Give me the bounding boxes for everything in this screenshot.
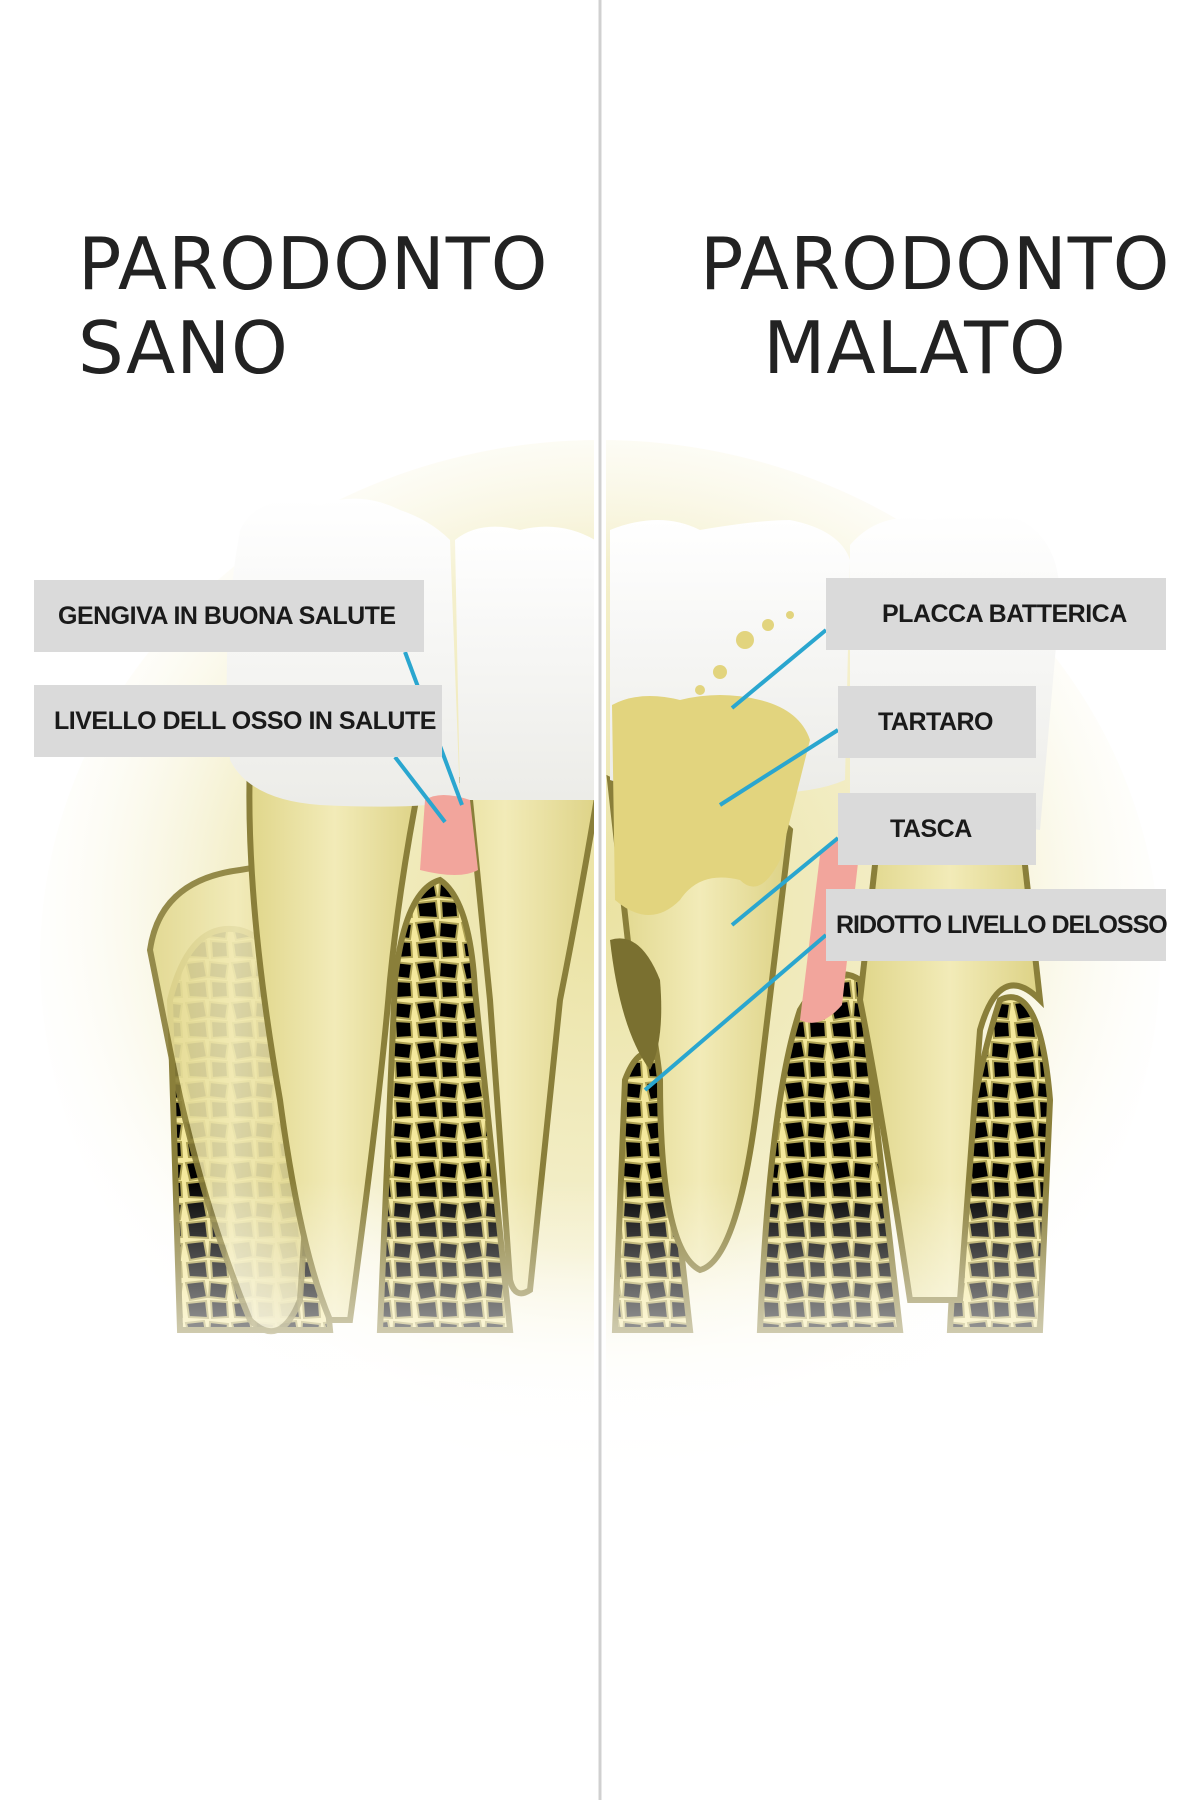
label-healthy-gum: GENGIVA IN BUONA SALUTE bbox=[34, 580, 424, 652]
leader-tartar bbox=[718, 728, 840, 807]
periodontal-pocket bbox=[610, 938, 662, 1070]
title-healthy-line1: PARODONTO bbox=[78, 222, 549, 306]
title-healthy: PARODONTO SANO bbox=[78, 222, 548, 390]
label-pocket: TASCA bbox=[838, 793, 1036, 865]
label-reduced-bone: RIDOTTO LIVELLO DELOSSO bbox=[826, 889, 1168, 961]
leader-plaque bbox=[730, 628, 828, 710]
title-diseased: PARODONTO MALATO bbox=[700, 222, 1171, 390]
title-healthy-line2: SANO bbox=[78, 306, 289, 390]
healthy-gum bbox=[420, 795, 478, 875]
title-diseased-line1: PARODONTO bbox=[700, 222, 1171, 306]
center-tooth-crown bbox=[455, 526, 600, 800]
healthy-tooth-crown bbox=[226, 498, 460, 807]
neighbor-tooth-crown bbox=[850, 512, 1060, 830]
label-tartar: TARTARO bbox=[838, 686, 1036, 758]
label-healthy-bone: LIVELLO DELL OSSO IN SALUTE bbox=[34, 685, 442, 757]
title-diseased-line2: MALATO bbox=[763, 306, 1067, 390]
leader-healthy-bone bbox=[393, 755, 447, 824]
plaque-tartar bbox=[612, 695, 810, 915]
label-plaque: PLACCA BATTERICA bbox=[826, 578, 1166, 650]
leader-pocket bbox=[730, 836, 840, 927]
leader-reduced-bone bbox=[643, 933, 828, 1092]
